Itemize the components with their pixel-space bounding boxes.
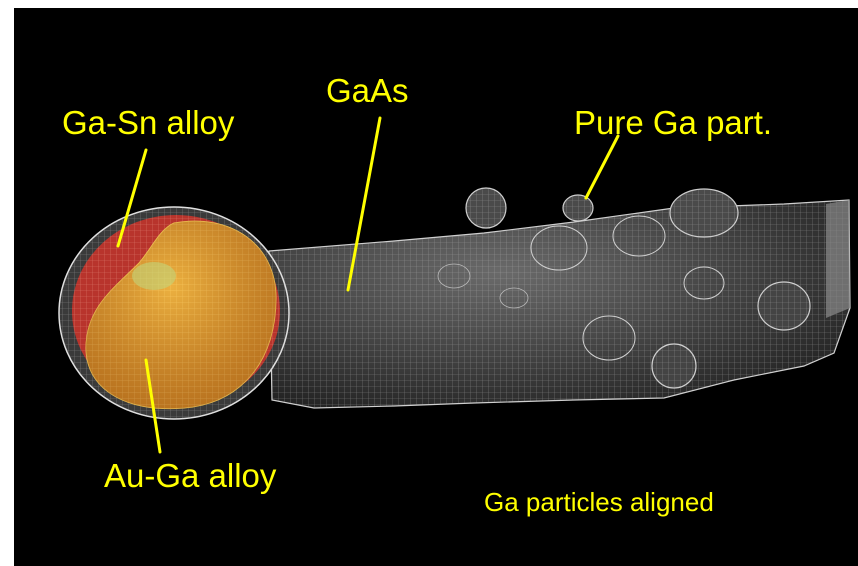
catalyst-droplet [59,207,289,419]
pure-ga-pointer [586,136,618,198]
image-canvas: Ga-Sn alloy GaAs Pure Ga part. Au-Ga all… [14,8,858,566]
gaas-label: GaAs [326,74,409,107]
pure-ga-particle-label: Pure Ga part. [574,106,772,139]
ga-particles-aligned-label: Ga particles aligned [484,489,714,515]
auga-alloy-label: Au-Ga alloy [104,459,276,492]
gasn-alloy-label: Ga-Sn alloy [62,106,234,139]
